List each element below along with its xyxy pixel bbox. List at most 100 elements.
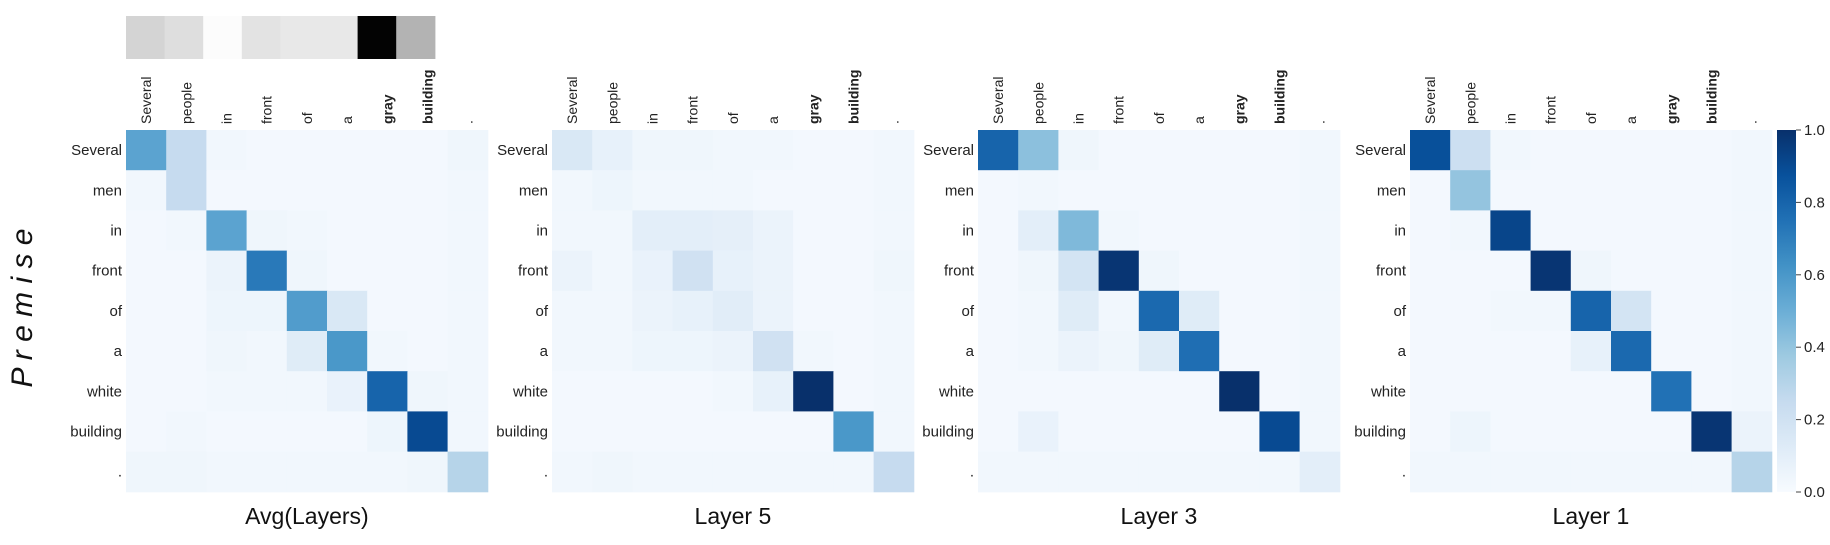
heatmap-cell (672, 250, 714, 292)
heatmap-cell (1410, 371, 1451, 412)
heatmap-cell (1530, 210, 1572, 252)
heatmap-cell (552, 371, 593, 412)
heatmap-cell (592, 130, 633, 171)
heatmap-cell (1611, 371, 1652, 412)
heatmap-cell (1570, 250, 1612, 292)
heatmap-cell (793, 250, 834, 292)
heatmap-cell (1179, 371, 1220, 412)
row-token-label: front (1376, 263, 1407, 280)
heatmap-cell (1058, 250, 1100, 292)
heatmap-cell (1138, 371, 1180, 412)
heatmap-cell (1530, 170, 1572, 211)
heatmap-cell (1691, 290, 1733, 332)
colorbar: 1.00.80.60.40.20.0 (1777, 122, 1825, 501)
heatmap-cell (978, 331, 1019, 372)
heatmap-cell (286, 210, 328, 252)
colorbar-tick-label: 0.4 (1804, 339, 1825, 356)
column-token-label: building (846, 70, 862, 124)
heatmap-cell (1018, 210, 1059, 252)
heatmap-cell (407, 371, 449, 412)
heatmap-cell (126, 170, 167, 211)
heatmap-cell (206, 371, 248, 412)
heatmap-cell (632, 250, 674, 292)
heatmap-cell (672, 170, 714, 211)
heatmap-cell (793, 331, 834, 372)
row-token-label: in (110, 223, 122, 240)
heatmap-cell (126, 210, 167, 252)
heatmap-cell (833, 210, 875, 252)
heatmap-cell (1731, 451, 1773, 493)
heatmap-cell (753, 250, 794, 292)
hypothesis-attention-bar (126, 16, 436, 59)
heatmap-cell (1651, 371, 1692, 412)
heatmap-cell (1611, 290, 1652, 332)
heatmap-cell (1651, 411, 1692, 453)
hypothesis-bar-cell (396, 16, 436, 59)
heatmap-cell (1018, 451, 1059, 493)
heatmap-cell (1219, 411, 1260, 453)
row-token-label: a (540, 343, 549, 360)
column-token-label: gray (379, 94, 395, 124)
heatmap-cell (1219, 451, 1260, 493)
heatmap-cell (166, 371, 207, 412)
heatmap-cell (1018, 130, 1059, 171)
heatmap-cell (1219, 250, 1260, 292)
heatmap-cell (1731, 371, 1773, 412)
heatmap-cell (632, 130, 674, 171)
heatmap-cell (1530, 331, 1572, 372)
heatmap-cell (1259, 130, 1301, 171)
heatmap-cell (1530, 371, 1572, 412)
heatmap-cell (1179, 331, 1220, 372)
heatmap-cell (1138, 411, 1180, 453)
column-token-label: Several (138, 77, 154, 124)
heatmap-cell (327, 371, 368, 412)
heatmap-cell (1098, 210, 1140, 252)
heatmap-cell (753, 331, 794, 372)
heatmap-cell (1570, 371, 1612, 412)
heatmap-cell (1098, 170, 1140, 211)
heatmap-cell (1299, 250, 1341, 292)
heatmap-cell (447, 411, 489, 453)
heatmap-cell (1058, 411, 1100, 453)
heatmap-cell (712, 371, 754, 412)
heatmap-cell (753, 451, 794, 493)
heatmap-cell (978, 130, 1019, 171)
heatmap-cell (327, 250, 368, 292)
heatmap-cell (1058, 130, 1100, 171)
heatmap-cell (592, 170, 633, 211)
heatmap-cell (126, 371, 167, 412)
heatmap-cell (246, 290, 288, 332)
heatmap-cell (367, 210, 408, 252)
row-token-label: white (938, 383, 974, 400)
hypothesis-bar-cell (280, 16, 320, 59)
heatmap-cell (1058, 290, 1100, 332)
heatmap-cell (978, 290, 1019, 332)
heatmap-cell (126, 331, 167, 372)
heatmap-cell (1018, 371, 1059, 412)
heatmap-cell (447, 451, 489, 493)
heatmap-cell (1259, 210, 1301, 252)
heatmap-cell (1450, 331, 1491, 372)
heatmap-cell (1299, 210, 1341, 252)
row-token-label: in (536, 223, 548, 240)
heatmap-cell (1691, 130, 1733, 171)
column-token-label: a (1623, 116, 1639, 124)
heatmap-cell (327, 130, 368, 171)
heatmap-cell (367, 371, 408, 412)
heatmap-cell (1018, 411, 1059, 453)
column-token-label: a (339, 116, 355, 124)
heatmap-cell (1450, 170, 1491, 211)
column-token-label: . (886, 120, 902, 124)
heatmap-cell (672, 130, 714, 171)
heatmap-cell (793, 371, 834, 412)
column-token-label: Several (564, 77, 580, 124)
heatmap-cell (1410, 210, 1451, 252)
colorbar-tick-label: 0.2 (1804, 412, 1825, 429)
heatmap-cell (1570, 130, 1612, 171)
column-token-label: of (1151, 112, 1167, 124)
heatmap-cell (1651, 290, 1692, 332)
heatmap-cell (1611, 451, 1652, 493)
